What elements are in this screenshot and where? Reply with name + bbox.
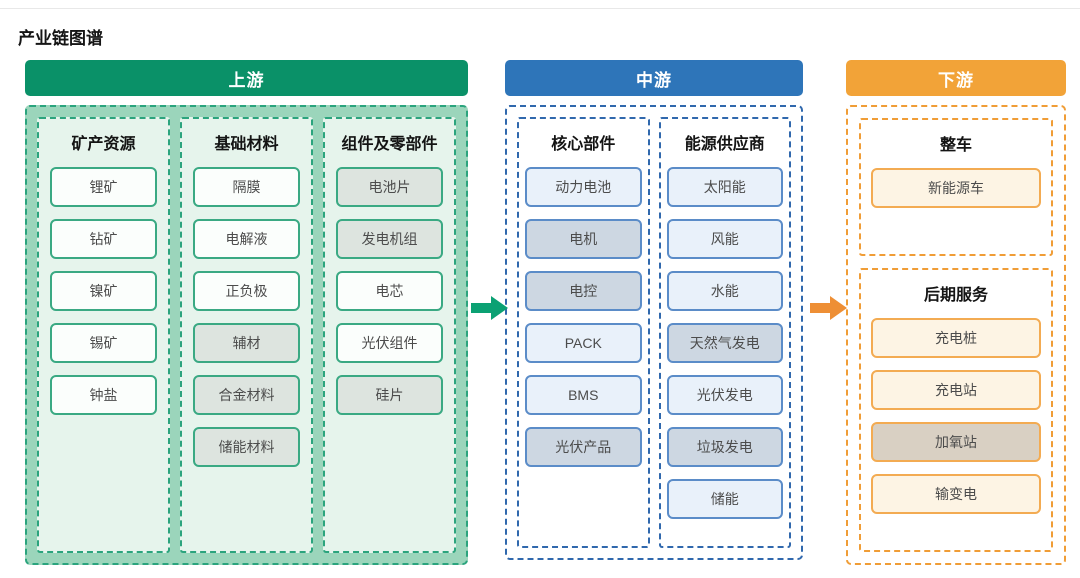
chain-node[interactable]: 输变电 xyxy=(871,474,1041,514)
midstream-section: 中游 核心部件 动力电池 电机 电控 PACK BMS 光伏产品 能源供应商 太… xyxy=(505,60,803,560)
chain-node[interactable]: 镍矿 xyxy=(50,271,157,311)
chain-node[interactable]: 钻矿 xyxy=(50,219,157,259)
chain-node[interactable]: 合金材料 xyxy=(193,375,300,415)
top-divider xyxy=(0,8,1080,9)
chain-node[interactable]: PACK xyxy=(525,323,642,363)
downstream-panel: 整车 新能源车 后期服务 充电桩 充电站 加氧站 输变电 xyxy=(846,105,1066,565)
upstream-header-bar: 上游 xyxy=(25,60,468,96)
chain-node[interactable]: 天然气发电 xyxy=(666,323,783,363)
chain-node[interactable]: 光伏组件 xyxy=(336,323,443,363)
group-title: 基础材料 xyxy=(214,136,279,153)
group-basic-materials: 基础材料 隔膜 电解液 正负极 辅材 合金材料 储能材料 xyxy=(180,117,313,553)
chain-node[interactable]: 储能材料 xyxy=(193,427,300,467)
chain-node[interactable]: 电控 xyxy=(525,271,642,311)
chain-node[interactable]: 隔膜 xyxy=(193,167,300,207)
chain-node[interactable]: 水能 xyxy=(666,271,783,311)
group-whole-vehicle: 整车 新能源车 xyxy=(859,118,1053,256)
chain-node[interactable]: 钟盐 xyxy=(50,375,157,415)
page-title: 产业链图谱 xyxy=(18,29,103,48)
midstream-to-downstream-arrow-icon xyxy=(810,296,847,320)
chain-node[interactable]: 光伏产品 xyxy=(525,427,642,467)
downstream-header-bar: 下游 xyxy=(846,60,1066,96)
chain-node[interactable]: 电解液 xyxy=(193,219,300,259)
chain-node[interactable]: 锂矿 xyxy=(50,167,157,207)
group-components-parts: 组件及零部件 电池片 发电机组 电芯 光伏组件 硅片 xyxy=(323,117,456,553)
upstream-panel: 矿产资源 锂矿 钻矿 镍矿 锡矿 钟盐 基础材料 隔膜 电解液 正负极 辅材 合… xyxy=(25,105,468,565)
chain-node[interactable]: 新能源车 xyxy=(871,168,1041,208)
chain-node[interactable]: 锡矿 xyxy=(50,323,157,363)
group-title: 整车 xyxy=(939,137,972,154)
chain-node[interactable]: 太阳能 xyxy=(666,167,783,207)
group-title: 能源供应商 xyxy=(684,136,765,153)
chain-node[interactable]: 发电机组 xyxy=(336,219,443,259)
group-title: 后期服务 xyxy=(923,287,988,304)
chain-node[interactable]: 电机 xyxy=(525,219,642,259)
chain-node[interactable]: 储能 xyxy=(666,479,783,519)
group-mineral-resources: 矿产资源 锂矿 钻矿 镍矿 锡矿 钟盐 xyxy=(37,117,170,553)
chain-node[interactable]: BMS xyxy=(525,375,642,415)
midstream-header-bar: 中游 xyxy=(505,60,803,96)
downstream-section: 下游 整车 新能源车 后期服务 充电桩 充电站 加氧站 输变电 xyxy=(846,60,1066,565)
chain-node[interactable]: 电芯 xyxy=(336,271,443,311)
upstream-section: 上游 矿产资源 锂矿 钻矿 镍矿 锡矿 钟盐 基础材料 隔膜 电解液 正负极 辅… xyxy=(25,60,468,565)
group-energy-suppliers: 能源供应商 太阳能 风能 水能 天然气发电 光伏发电 垃圾发电 储能 xyxy=(658,117,791,548)
group-title: 矿产资源 xyxy=(71,136,136,153)
chain-node[interactable]: 风能 xyxy=(666,219,783,259)
group-title: 组件及零部件 xyxy=(341,136,438,153)
upstream-to-midstream-arrow-icon xyxy=(471,296,508,320)
chain-node[interactable]: 光伏发电 xyxy=(666,375,783,415)
chain-board: 上游 矿产资源 锂矿 钻矿 镍矿 锡矿 钟盐 基础材料 隔膜 电解液 正负极 辅… xyxy=(25,60,1066,565)
chain-node[interactable]: 加氧站 xyxy=(871,422,1041,462)
chain-node[interactable]: 充电站 xyxy=(871,370,1041,410)
chain-node[interactable]: 硅片 xyxy=(336,375,443,415)
chain-node[interactable]: 动力电池 xyxy=(525,167,642,207)
group-core-components: 核心部件 动力电池 电机 电控 PACK BMS 光伏产品 xyxy=(517,117,650,548)
group-after-service: 后期服务 充电桩 充电站 加氧站 输变电 xyxy=(859,268,1053,552)
chain-node[interactable]: 辅材 xyxy=(193,323,300,363)
chain-node[interactable]: 正负极 xyxy=(193,271,300,311)
chain-node[interactable]: 垃圾发电 xyxy=(666,427,783,467)
chain-node[interactable]: 电池片 xyxy=(336,167,443,207)
midstream-panel: 核心部件 动力电池 电机 电控 PACK BMS 光伏产品 能源供应商 太阳能 … xyxy=(505,105,803,560)
chain-node[interactable]: 充电桩 xyxy=(871,318,1041,358)
group-title: 核心部件 xyxy=(551,136,616,153)
